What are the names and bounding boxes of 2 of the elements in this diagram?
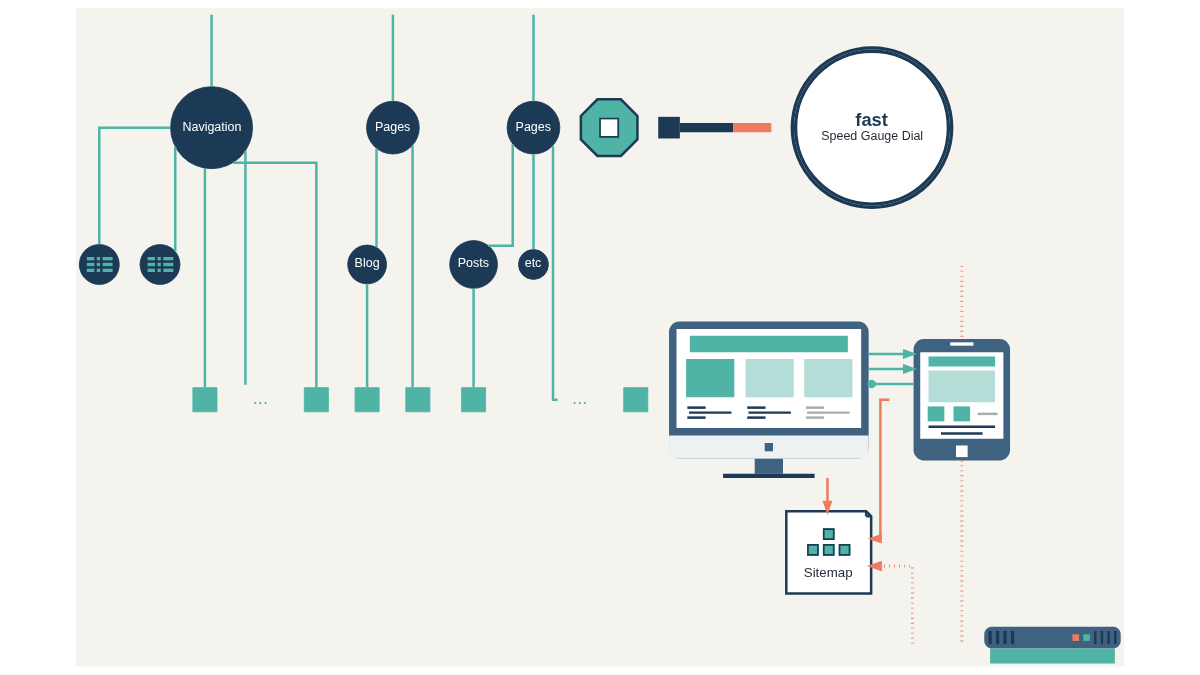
node-text: ...: [572, 387, 588, 409]
node-text: ...: [252, 387, 268, 409]
